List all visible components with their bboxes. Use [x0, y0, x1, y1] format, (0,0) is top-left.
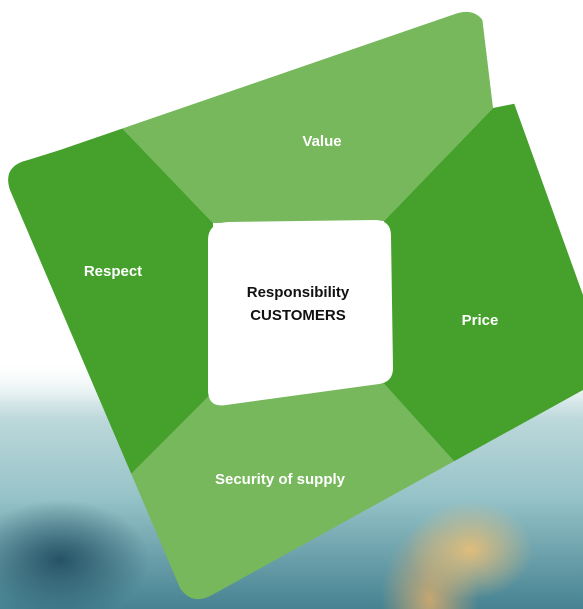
segment-right	[377, 90, 583, 470]
center-box	[208, 220, 393, 406]
segment-top	[120, 11, 493, 223]
segment-label-security: Security of supply	[215, 471, 346, 488]
center-label-customers: CUSTOMERS	[250, 307, 346, 324]
segment-label-price: Price	[462, 312, 499, 329]
center-label-responsibility: Responsibility	[247, 284, 350, 301]
segment-label-respect: Respect	[84, 263, 142, 280]
segment-label-value: Value	[302, 133, 341, 150]
